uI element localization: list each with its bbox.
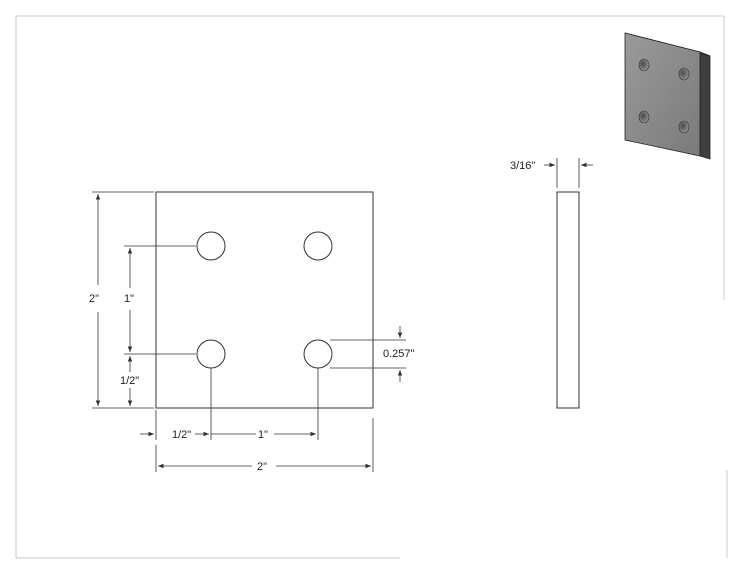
dim-overall-width-label: 2" <box>257 461 267 473</box>
dim-hole-diameter <box>330 326 406 382</box>
dim-hole-spacing-horizontal-label: 1" <box>258 429 268 441</box>
dim-edge-offset-horizontal-label: 1/2" <box>172 429 191 441</box>
isometric-view <box>624 32 711 160</box>
hole-bottom-right <box>303 339 333 369</box>
hole-top-left <box>196 231 226 261</box>
hole-bottom-left <box>196 339 226 369</box>
dim-thickness <box>544 158 593 188</box>
dim-hole-spacing-vertical <box>124 245 196 355</box>
iso-hole-4 <box>678 120 690 134</box>
side-view <box>556 191 580 409</box>
dim-horizontal-row <box>140 368 319 440</box>
iso-hole-3 <box>638 110 650 124</box>
dim-overall-height <box>92 191 154 409</box>
dim-hole-spacing-vertical-label: 1" <box>124 293 134 305</box>
plate-iso-face <box>624 32 701 157</box>
sheet-border <box>15 15 728 559</box>
plate-side-outline <box>556 191 580 409</box>
dim-overall-width <box>155 418 374 472</box>
iso-hole-1 <box>638 58 650 72</box>
iso-hole-2 <box>678 67 690 81</box>
dim-overall-height-label: 2" <box>89 293 99 305</box>
plate-outline <box>155 191 374 409</box>
dim-edge-offset-vertical-label: 1/2" <box>120 375 139 387</box>
dim-hole-diameter-label: 0.257" <box>383 348 415 360</box>
hole-top-right <box>303 231 333 261</box>
front-view <box>155 191 374 409</box>
plate-iso-side <box>699 51 711 160</box>
dim-thickness-label: 3/16" <box>510 160 535 172</box>
